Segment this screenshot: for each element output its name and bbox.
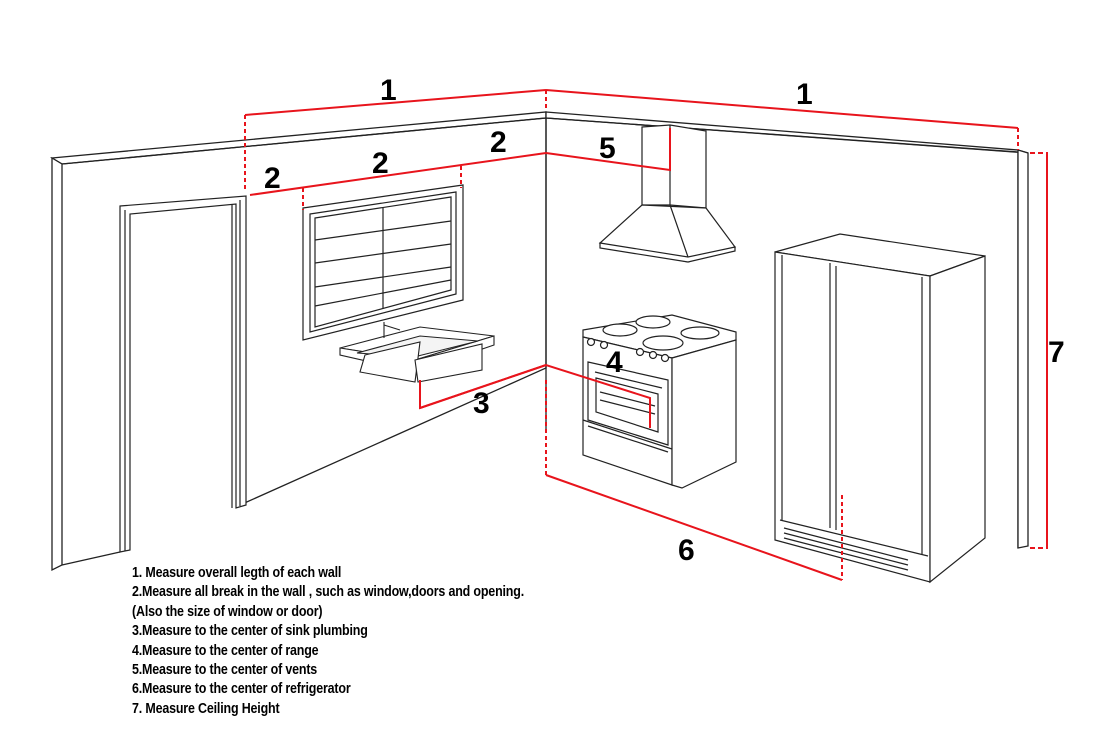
sink bbox=[339, 322, 495, 383]
instruction-item: 6.Measure to the center of refrigerator bbox=[132, 681, 351, 698]
window bbox=[302, 184, 464, 341]
label-sink: 3 bbox=[473, 387, 490, 420]
label-range: 4 bbox=[606, 346, 623, 379]
measure-fridge bbox=[545, 474, 843, 581]
measure-lines bbox=[244, 89, 1048, 581]
label-wall-left: 1 bbox=[380, 74, 397, 107]
instruction-item: (Also the size of window or door) bbox=[132, 603, 323, 620]
instruction-item: 1. Measure overall legth of each wall bbox=[132, 565, 342, 581]
instructions-list: 1. Measure overall legth of each wall 2.… bbox=[132, 564, 524, 719]
instruction-item: 2.Measure all break in the wall , such a… bbox=[132, 584, 524, 601]
instruction-item: 3.Measure to the center of sink plumbing bbox=[132, 623, 368, 640]
range-hood bbox=[598, 124, 736, 263]
measure-wall-right bbox=[545, 89, 1019, 129]
measure-wall-left bbox=[244, 89, 547, 116]
walls bbox=[49, 111, 1029, 572]
label-break-2: 2 bbox=[372, 147, 389, 180]
range bbox=[582, 314, 737, 489]
measure-vent bbox=[545, 128, 671, 172]
instruction-item: 4.Measure to the center of range bbox=[132, 642, 319, 659]
label-break-3: 2 bbox=[490, 126, 507, 159]
label-refrigerator: 6 bbox=[678, 534, 695, 567]
measure-breaks-left bbox=[249, 152, 547, 196]
instruction-item: 5.Measure to the center of vents bbox=[132, 662, 318, 679]
door-opening bbox=[119, 195, 247, 553]
label-break-1: 2 bbox=[264, 162, 281, 195]
label-wall-right: 1 bbox=[796, 78, 813, 111]
measure-ceiling bbox=[1030, 152, 1048, 549]
instruction-item: 7. Measure Ceiling Height bbox=[132, 700, 280, 717]
refrigerator bbox=[774, 233, 986, 584]
label-vents: 5 bbox=[599, 132, 616, 165]
label-ceiling: 7 bbox=[1048, 336, 1065, 369]
